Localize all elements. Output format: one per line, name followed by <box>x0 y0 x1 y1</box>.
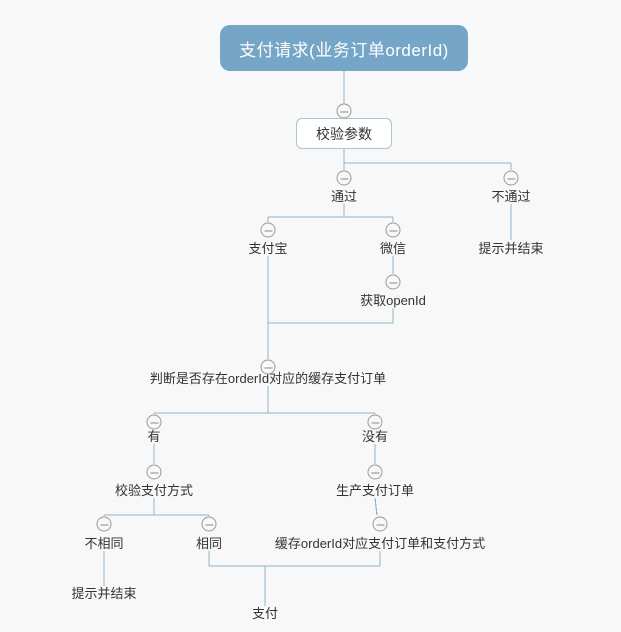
node-create-payment-order[interactable]: 生产支付订单 <box>336 483 414 499</box>
node-not-same-prompt-end-label: 提示并结束 <box>71 586 137 601</box>
node-not-same-prompt-end[interactable]: 提示并结束 <box>71 586 136 602</box>
node-fail[interactable]: 不通过 <box>491 189 530 205</box>
node-pay-label: 支付 <box>251 606 279 621</box>
collapse-minus-circle-icon-fail[interactable] <box>503 170 519 186</box>
collapse-minus-circle-icon-same[interactable] <box>201 516 217 532</box>
node-no-cache[interactable]: 没有 <box>362 429 388 445</box>
node-wechat-label: 微信 <box>379 241 407 256</box>
node-has-cache-label: 有 <box>147 429 161 444</box>
node-alipay[interactable]: 支付宝 <box>248 241 287 257</box>
node-same-label: 相同 <box>195 536 223 551</box>
node-wechat[interactable]: 微信 <box>380 241 406 257</box>
node-validate-params-label: 校验参数 <box>316 125 372 142</box>
collapse-minus-circle-icon-pass[interactable] <box>336 170 352 186</box>
node-not-same[interactable]: 不相同 <box>84 536 123 552</box>
collapse-minus-circle-icon-check-cached-order[interactable] <box>260 359 276 375</box>
node-verify-payment-method[interactable]: 校验支付方式 <box>115 483 193 499</box>
node-payment-request-label: 支付请求(业务订单orderId) <box>239 40 449 60</box>
node-payment-request[interactable]: 支付请求(业务订单orderId) <box>220 25 468 71</box>
collapse-minus-circle-icon-get-openid[interactable] <box>385 274 401 290</box>
node-fail-prompt-end-label: 提示并结束 <box>478 241 544 256</box>
collapse-minus-circle-icon-has-cache[interactable] <box>146 414 162 430</box>
edge-create-to-cache <box>374 497 378 516</box>
collapse-minus-circle-icon-validate-params[interactable] <box>336 103 352 119</box>
node-has-cache[interactable]: 有 <box>147 429 160 445</box>
node-pay[interactable]: 支付 <box>252 606 278 622</box>
collapse-minus-circle-icon-no-cache[interactable] <box>367 414 383 430</box>
node-validate-params[interactable]: 校验参数 <box>296 118 392 149</box>
node-create-payment-order-label: 生产支付订单 <box>335 483 415 498</box>
node-same[interactable]: 相同 <box>196 536 222 552</box>
node-pass[interactable]: 通过 <box>331 189 357 205</box>
node-get-openid[interactable]: 获取openId <box>360 293 426 309</box>
node-get-openid-label: 获取openId <box>360 293 426 308</box>
collapse-minus-circle-icon-verify-payment-method[interactable] <box>146 464 162 480</box>
collapse-minus-circle-icon-cache-order[interactable] <box>372 516 388 532</box>
node-not-same-label: 不相同 <box>84 536 124 551</box>
node-no-cache-label: 没有 <box>361 429 389 444</box>
node-check-cached-order-label: 判断是否存在orderId对应的缓存支付订单 <box>149 371 387 386</box>
node-verify-payment-method-label: 校验支付方式 <box>114 483 194 498</box>
edge-openid-join <box>268 308 394 324</box>
node-cache-order-and-method-label: 缓存orderId对应支付订单和支付方式 <box>274 536 486 551</box>
collapse-minus-circle-icon-wechat[interactable] <box>385 222 401 238</box>
collapse-minus-circle-icon-not-same[interactable] <box>96 516 112 532</box>
node-fail-label: 不通过 <box>491 189 531 204</box>
node-check-cached-order[interactable]: 判断是否存在orderId对应的缓存支付订单 <box>150 371 386 387</box>
collapse-minus-circle-icon-alipay[interactable] <box>260 222 276 238</box>
node-alipay-label: 支付宝 <box>248 241 288 256</box>
node-cache-order-and-method[interactable]: 缓存orderId对应支付订单和支付方式 <box>275 536 485 552</box>
node-pass-label: 通过 <box>330 189 358 204</box>
node-fail-prompt-end[interactable]: 提示并结束 <box>478 241 543 257</box>
collapse-minus-circle-icon-create-payment-order[interactable] <box>367 464 383 480</box>
